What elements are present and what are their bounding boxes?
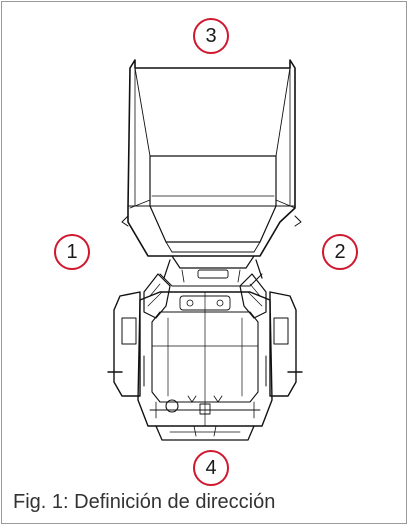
side-arm-right xyxy=(239,273,267,319)
callout-2-right: 2 xyxy=(322,234,358,270)
callout-3-front: 3 xyxy=(193,18,229,54)
hopper-neck xyxy=(159,255,263,287)
callout-4-rear: 4 xyxy=(193,450,229,486)
machine-top-view-drawing xyxy=(107,59,303,441)
hopper xyxy=(121,59,302,257)
figure-caption: Fig. 1: Definición de dirección xyxy=(13,491,276,513)
chassis xyxy=(107,291,303,441)
side-arm-left xyxy=(143,273,171,319)
callout-1-left: 1 xyxy=(54,234,90,270)
